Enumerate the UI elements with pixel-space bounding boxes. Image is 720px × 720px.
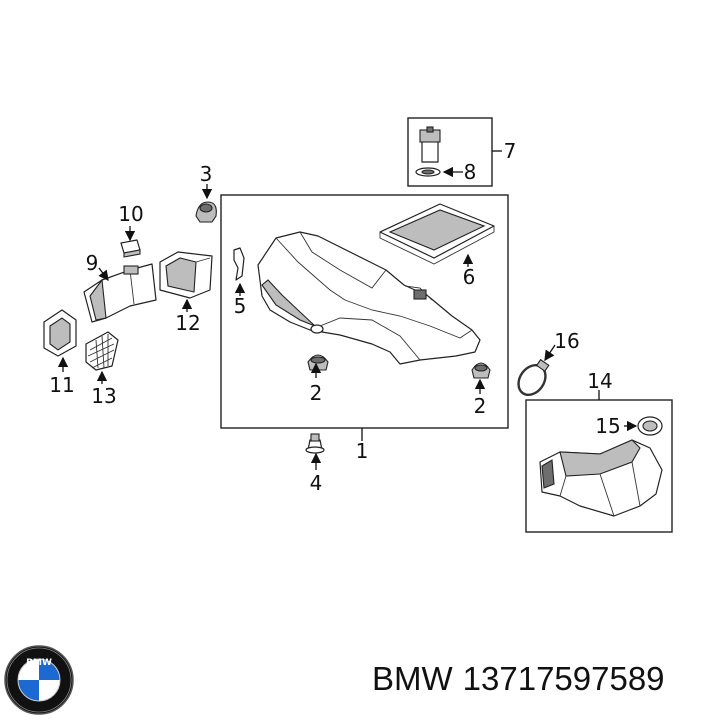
intake-hose-14 [539, 439, 663, 517]
logo-ring-text: BMW [26, 658, 52, 668]
callout-9: 9 [86, 251, 99, 275]
callout-7: 7 [504, 139, 517, 163]
air-cleaner-housing [257, 231, 481, 365]
callout-1: 1 [356, 439, 369, 463]
assembly-frame-7 [407, 117, 493, 187]
grommet-2a [307, 354, 329, 371]
o-ring-8 [415, 167, 441, 177]
callout-labels: 3 2 2 4 1 5 6 7 8 9 10 11 12 13 14 15 16 [49, 139, 620, 495]
callout-13: 13 [91, 384, 116, 408]
callout-15: 15 [595, 414, 620, 438]
grommet-2b [471, 362, 491, 379]
callout-14: 14 [587, 369, 612, 393]
callout-3: 3 [200, 162, 213, 186]
grille-13 [85, 331, 119, 371]
bmw-logo: BMW [4, 645, 74, 715]
caption-part-number: 13717597589 [462, 660, 665, 697]
callout-10: 10 [118, 202, 143, 226]
ring-15 [637, 416, 663, 436]
callout-12: 12 [175, 311, 200, 335]
callout-2a: 2 [310, 381, 323, 405]
caption-brand: BMW [372, 660, 453, 697]
bolt-4 [305, 433, 325, 454]
callout-16: 16 [554, 329, 579, 353]
air-intake-12 [159, 251, 213, 299]
callout-2b: 2 [474, 394, 487, 418]
leader-lines [57, 150, 638, 470]
grommet-3 [195, 201, 217, 223]
callout-4: 4 [310, 471, 323, 495]
air-duct-9 [83, 263, 157, 323]
callout-8: 8 [464, 160, 477, 184]
filter-element-6 [379, 203, 495, 265]
callout-11: 11 [49, 373, 74, 397]
bracket-5 [233, 247, 245, 281]
clip-10 [120, 239, 141, 258]
callout-5: 5 [234, 294, 247, 318]
seal-11 [43, 309, 77, 357]
hose-clamp-16 [517, 358, 550, 397]
assembly-frame-1 [220, 194, 509, 429]
sensor-7 [419, 126, 441, 163]
callout-6: 6 [463, 265, 476, 289]
